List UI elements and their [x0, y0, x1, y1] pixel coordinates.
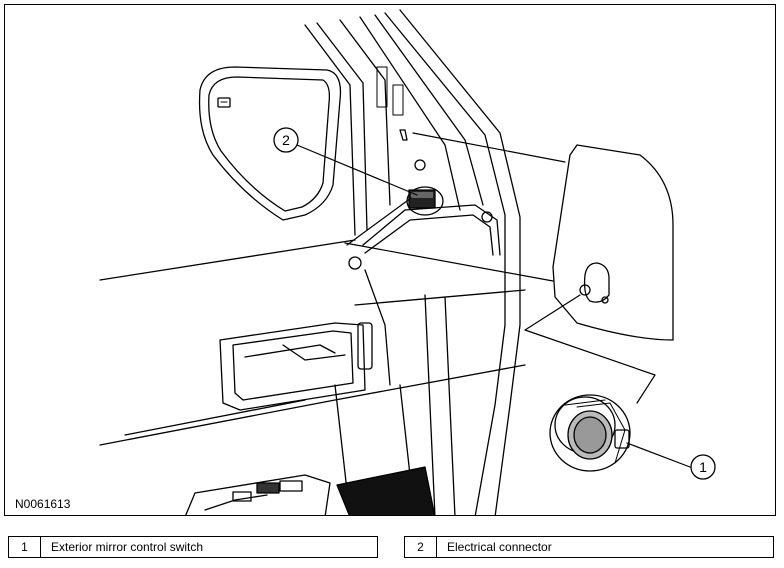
- legend-text: Exterior mirror control switch: [51, 540, 204, 554]
- dark-trim-area: [336, 466, 436, 515]
- legend-number: 1: [9, 537, 41, 557]
- callout-2-leader: [296, 144, 418, 196]
- legend-item-2: 2 Electrical connector: [404, 536, 774, 558]
- legend-number: 2: [405, 537, 437, 557]
- window-switch-bezel: [185, 474, 331, 515]
- mirror-control-switch: [549, 394, 631, 472]
- callout-2: 2: [273, 127, 299, 153]
- mirror-sail-cover: [552, 144, 674, 341]
- exterior-mirror-glass: [198, 66, 342, 221]
- legend-item-1: 1 Exterior mirror control switch: [8, 536, 378, 558]
- door-handle-recess: [219, 322, 373, 411]
- legend-text: Electrical connector: [447, 540, 552, 554]
- a-pillar: [304, 9, 521, 515]
- exploded-view-drawing: 2 1: [99, 9, 716, 515]
- callout-2-number: 2: [282, 132, 290, 148]
- figure-id: N0061613: [15, 497, 71, 511]
- figure-frame: 2 1 N0061613: [4, 4, 776, 516]
- exploded-view-lines: [344, 132, 656, 404]
- callout-1-leader: [626, 442, 691, 468]
- mirror-mount: [348, 66, 501, 270]
- callout-1: 1: [690, 454, 716, 480]
- door-panel: [99, 239, 526, 515]
- callout-1-number: 1: [699, 459, 707, 475]
